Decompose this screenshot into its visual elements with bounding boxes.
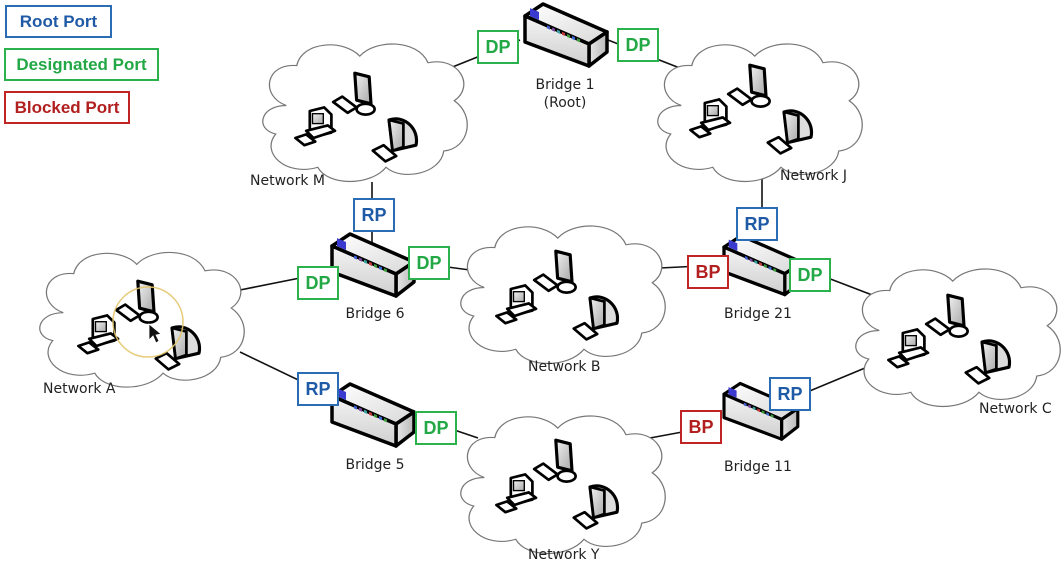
port-bridge5-left: RP	[297, 372, 339, 406]
port-bridge1-left: DP	[477, 30, 519, 64]
port-bridge21-top: RP	[736, 207, 778, 241]
bridge-1-device[interactable]	[523, 2, 609, 68]
bridge-11-label: Bridge 11	[724, 459, 792, 475]
legend-designated-port: Designated Port	[4, 48, 159, 81]
legend-root-port: Root Port	[5, 5, 112, 38]
port-bridge6-left: DP	[297, 266, 339, 300]
cloud-network-b	[460, 225, 666, 365]
network-b-label: Network B	[528, 359, 601, 375]
network-m-label: Network M	[250, 173, 325, 189]
network-y-label: Network Y	[528, 547, 600, 563]
port-bridge11-right: RP	[769, 377, 811, 411]
port-bridge6-top: RP	[353, 198, 395, 232]
legend-blocked-port: Blocked Port	[4, 91, 130, 124]
network-j-label: Network J	[780, 168, 848, 184]
cloud-network-y	[460, 415, 666, 555]
bridge-1-root-note: (Root)	[543, 95, 587, 111]
bridge-5-device[interactable]	[330, 382, 416, 448]
bridge-21-label: Bridge 21	[724, 306, 792, 322]
port-bridge5-right: DP	[415, 411, 457, 445]
port-bridge1-right: DP	[617, 28, 659, 62]
port-bridge21-left: BP	[687, 255, 729, 289]
bridge-5-label: Bridge 5	[345, 457, 405, 473]
bridge-6-device[interactable]	[330, 232, 416, 298]
port-bridge6-right: DP	[408, 246, 450, 280]
bridge-6-label: Bridge 6	[345, 306, 405, 322]
port-bridge21-right: DP	[789, 258, 831, 292]
mouse-pointer-icon	[148, 323, 162, 344]
bridge-1-label: Bridge 1	[535, 77, 595, 93]
cursor-highlight-ring	[112, 286, 184, 358]
network-a-label: Network A	[43, 381, 116, 397]
cloud-network-j	[657, 43, 863, 183]
network-c-label: Network C	[979, 401, 1052, 417]
port-bridge11-left: BP	[680, 410, 722, 444]
